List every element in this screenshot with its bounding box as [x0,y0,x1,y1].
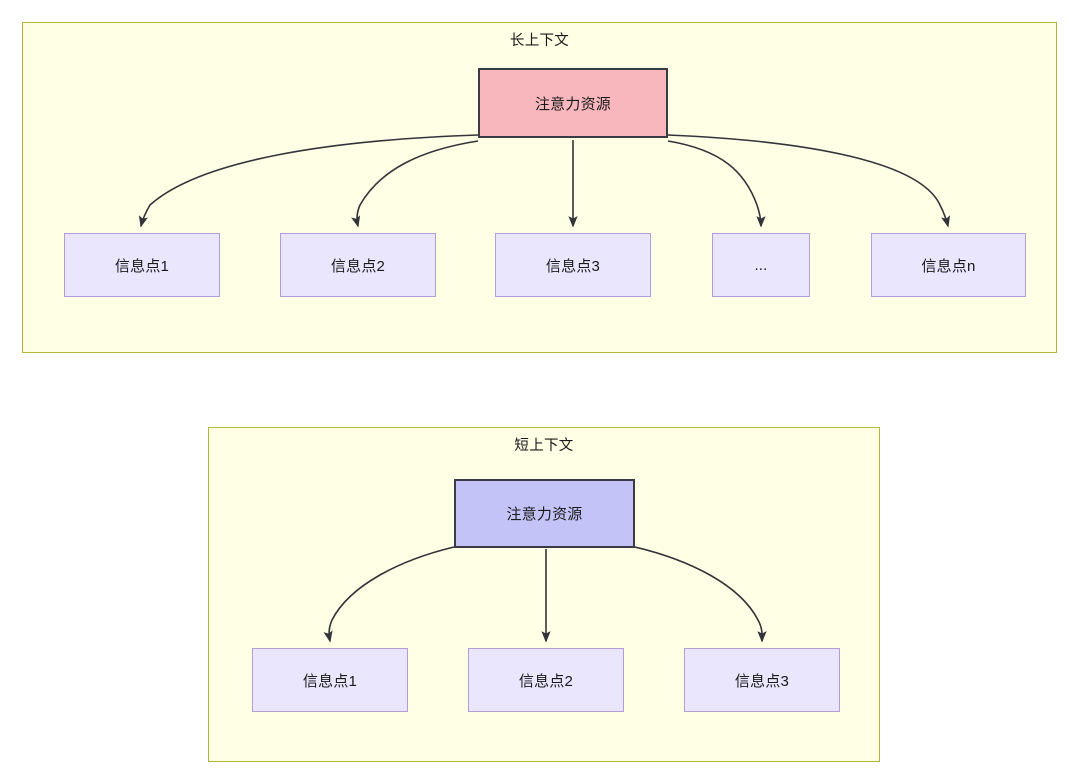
node-long-info-point-2[interactable]: 信息点2 [280,233,436,297]
node-label: ... [754,256,768,274]
node-label: 信息点n [921,257,976,275]
group-short-context-title: 短上下文 [514,438,574,454]
node-label: 注意力资源 [506,506,583,523]
node-long-attention-resource[interactable]: 注意力资源 [478,68,668,138]
node-long-info-point-ellipsis[interactable]: ... [712,233,810,297]
node-label: 信息点3 [734,672,790,690]
node-label: 信息点2 [330,257,386,275]
node-label: 信息点1 [302,672,358,690]
node-label: 信息点3 [545,257,601,275]
node-label: 信息点1 [114,257,170,275]
node-long-info-point-1[interactable]: 信息点1 [64,233,220,297]
node-short-info-point-2[interactable]: 信息点2 [468,648,624,712]
node-short-info-point-3[interactable]: 信息点3 [684,648,840,712]
node-short-attention-resource[interactable]: 注意力资源 [454,479,635,548]
node-label: 注意力资源 [534,95,611,113]
group-long-context-title: 长上下文 [509,33,570,49]
node-long-info-point-n[interactable]: 信息点n [871,233,1026,297]
node-short-info-point-1[interactable]: 信息点1 [252,648,408,712]
node-long-info-point-3[interactable]: 信息点3 [495,233,651,297]
node-label: 信息点2 [518,672,574,690]
